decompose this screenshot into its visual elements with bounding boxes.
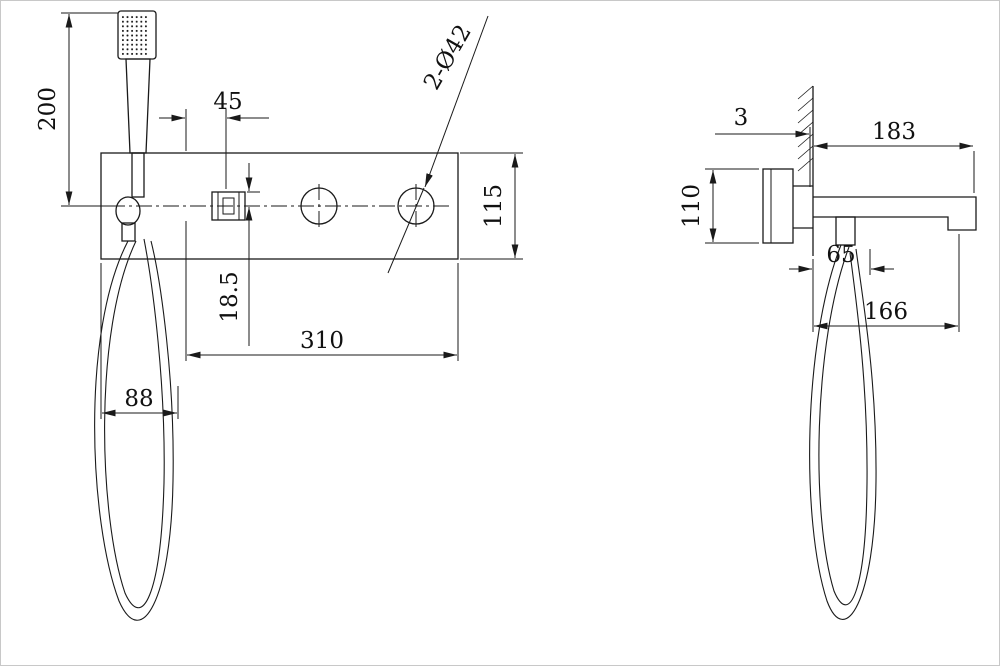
wall-elbow [115, 196, 141, 226]
dim-110-label: 110 [679, 184, 705, 228]
dim-18-5-label: 18.5 [217, 271, 243, 322]
shower-hose [94, 238, 174, 621]
dim-3-label: 3 [734, 105, 749, 131]
hose-inner-strand [818, 246, 868, 606]
shower-stem [131, 152, 145, 198]
dim-45-label: 45 [213, 89, 242, 115]
front-view: 200 45 2-Ø42 115 18.5 [35, 10, 523, 621]
dim-115-label: 115 [481, 184, 507, 228]
dimension-110: 110 [679, 168, 759, 244]
dimension-65: 65 [789, 242, 894, 275]
spray-face [122, 15, 149, 55]
dim-183-label: 183 [872, 119, 916, 145]
side-shower-hose [809, 244, 877, 620]
valve-flange [762, 168, 794, 244]
dimension-115: 115 [460, 152, 523, 260]
diverter-inner-plate [222, 197, 235, 215]
dimension-88: 88 [100, 263, 179, 419]
hand-shower [115, 10, 157, 242]
leader-line [424, 15, 489, 188]
wall-hatching [797, 85, 814, 172]
hose-nipple [121, 222, 136, 242]
dimension-200: 200 [35, 12, 118, 207]
diverter-body [211, 191, 246, 221]
hose-holder [835, 216, 856, 246]
hole-callout-label: 2-Ø42 [419, 20, 477, 94]
dimension-3: 3 [715, 105, 811, 187]
dim-310-label: 310 [300, 328, 344, 354]
dimension-310: 310 [185, 221, 459, 361]
dimension-166: 166 [812, 234, 960, 332]
callout-2xdia42: 2-Ø42 [387, 15, 489, 274]
hose-outer-strand [94, 240, 174, 621]
shower-handle [125, 58, 151, 154]
spout-profile [813, 196, 977, 231]
dim-88-label: 88 [124, 386, 153, 412]
hose-outer-strand [809, 244, 877, 620]
wall-section [797, 85, 814, 256]
dimension-183: 183 [814, 119, 975, 193]
hose-inner-strand [104, 238, 165, 609]
diverter-control [211, 191, 246, 221]
dim-200-label: 200 [35, 87, 61, 131]
control-circle-left [300, 184, 338, 229]
dim-166-label: 166 [864, 299, 908, 325]
dimension-45: 45 [159, 89, 269, 189]
valve-body [762, 168, 813, 244]
leader-line [387, 187, 425, 274]
side-view: 3 183 110 65 1 [679, 85, 977, 620]
dim-65-label: 65 [826, 242, 855, 268]
dimension-18-5: 18.5 [217, 163, 260, 346]
